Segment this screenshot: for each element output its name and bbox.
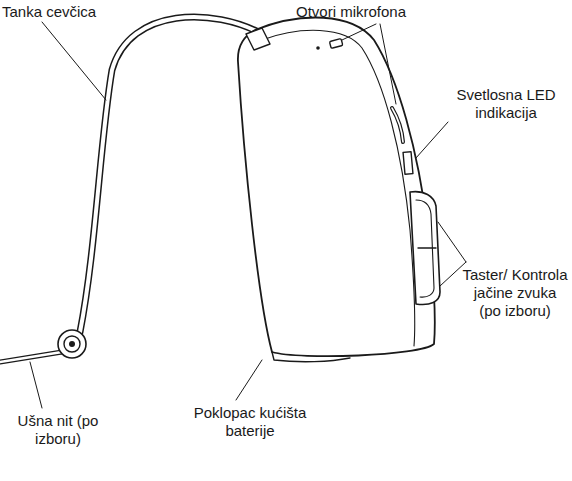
rocker-split: [418, 247, 436, 248]
ear-dome: [58, 330, 86, 358]
part-label: Poklopac kućišta baterije: [180, 404, 320, 440]
led-indicator: [403, 152, 413, 175]
leader-line: [30, 362, 42, 408]
battery-cover-edge: [272, 352, 350, 362]
part-label: Taster/ Kontrola jačine zvuka (po izboru…: [462, 266, 568, 320]
volume-rocker: [410, 192, 440, 305]
body-seam: [262, 30, 415, 346]
ear-wire-inner: [0, 352, 62, 362]
part-label: Svetlosna LED indikacija: [444, 86, 568, 122]
leader-line: [236, 360, 262, 400]
leader-line: [416, 122, 448, 158]
microphone-slit-inner: [392, 108, 403, 142]
microphone-slit: [392, 108, 403, 142]
thin-tube: [80, 17, 262, 332]
microphone-opening: [329, 39, 342, 49]
leader-line: [380, 24, 396, 104]
part-label: Ušna nit (po izboru): [8, 412, 108, 448]
leader-line: [440, 262, 466, 286]
microphone-dot: [316, 46, 320, 50]
part-label: Otvori mikrofona: [296, 3, 446, 21]
leader-line: [438, 222, 466, 262]
part-label: Tanka cevčica: [2, 3, 132, 21]
ear-wire: [0, 352, 62, 362]
hearing-aid-body: [238, 18, 435, 357]
ear-dome-hole: [69, 341, 75, 347]
leader-line: [342, 24, 376, 40]
tube-connector: [246, 28, 270, 50]
ear-dome-inner: [64, 336, 80, 352]
leader-line: [42, 22, 106, 100]
thin-tube-inner: [80, 17, 262, 332]
